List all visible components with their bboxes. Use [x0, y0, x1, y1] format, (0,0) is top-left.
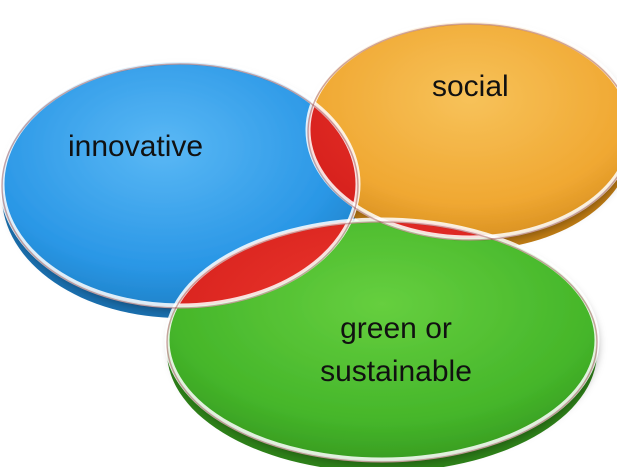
- green-label-line1: green or: [340, 312, 452, 345]
- overlap-innovative-green: [167, 220, 358, 306]
- social-circle: [308, 22, 617, 238]
- segment-separators: [0, 19, 617, 463]
- green-label-line2: sustainable: [320, 355, 472, 388]
- social-label: social: [432, 70, 509, 103]
- innovative-label: innovative: [68, 130, 203, 163]
